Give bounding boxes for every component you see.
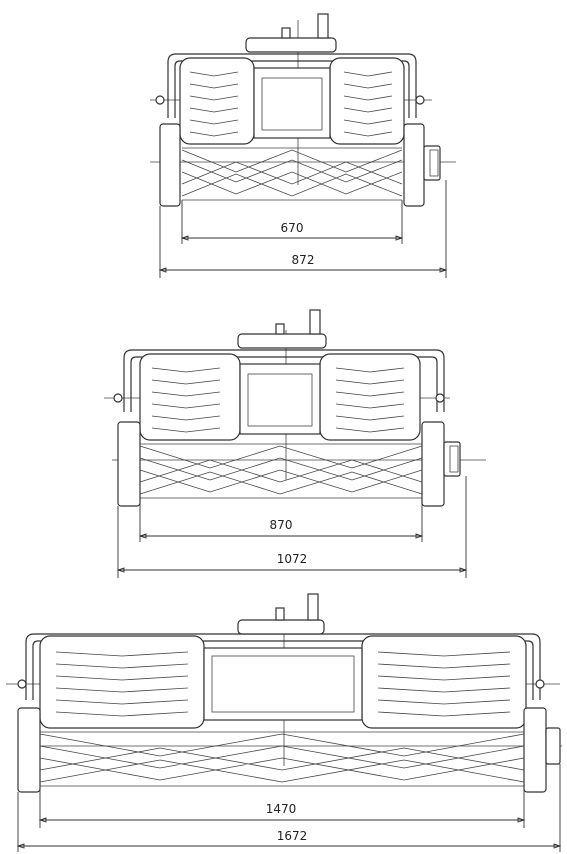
mower-drawing-large: 1470 1672 — [6, 593, 562, 852]
dimension-inner-large: 1470 — [266, 802, 297, 816]
dimension-inner-medium: 870 — [270, 518, 293, 532]
dimension-outer-large: 1672 — [277, 829, 308, 843]
dimension-outer-medium: 1072 — [277, 552, 308, 566]
mower-drawing-medium: 870 1072 — [104, 309, 486, 578]
dimension-inner-small: 670 — [281, 221, 304, 235]
dimension-outer-small: 872 — [292, 253, 315, 267]
mower-drawing-small: 670 872 — [150, 13, 456, 278]
